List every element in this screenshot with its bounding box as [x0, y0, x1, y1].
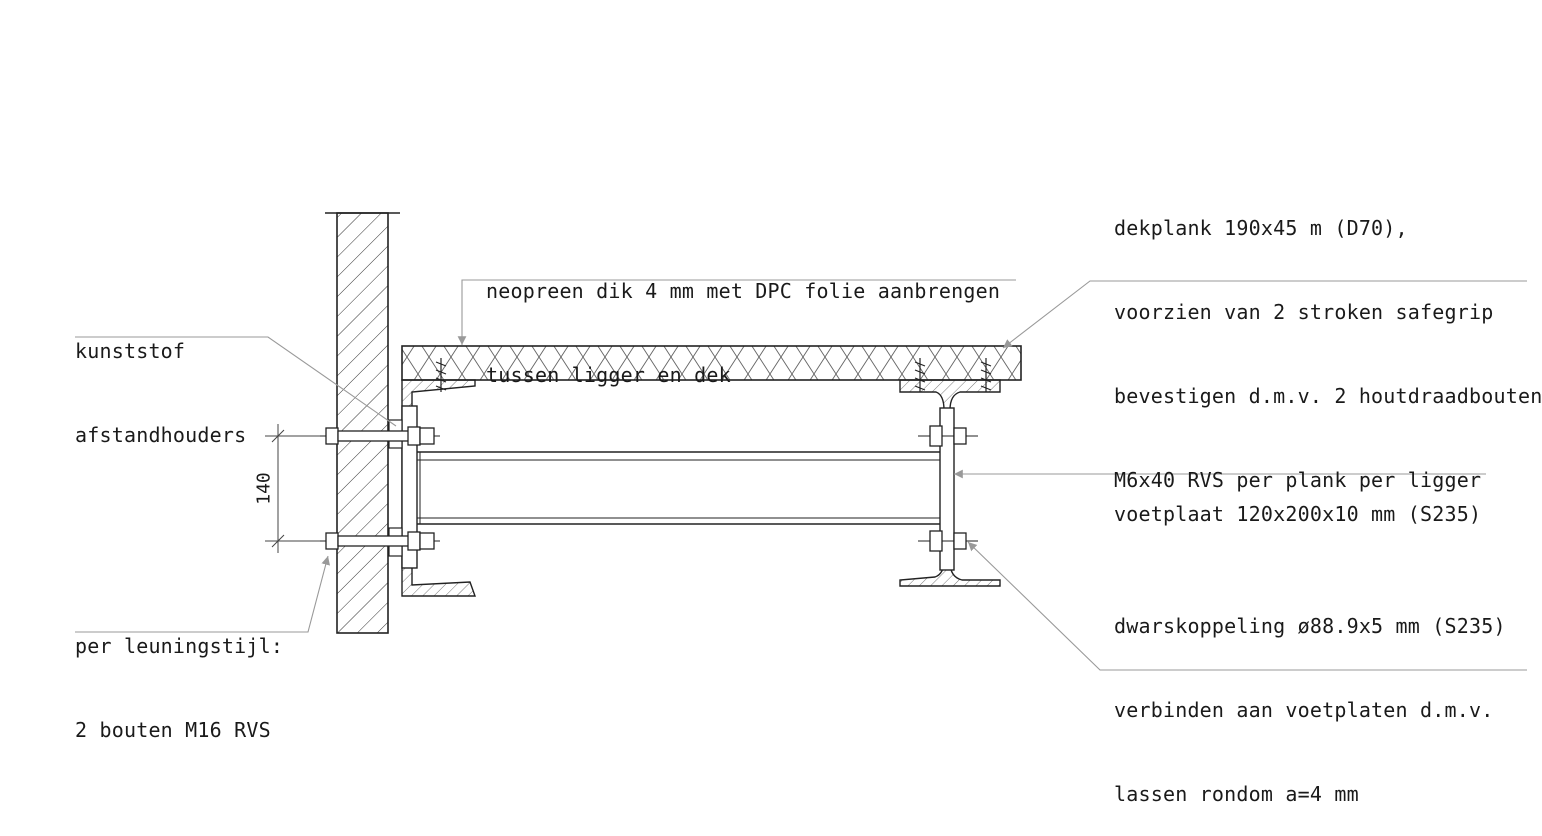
- label-leuningstijl-line-2: 2 bouten M16 RVS: [75, 718, 271, 742]
- label-dekplank-line-2: voorzien van 2 stroken safegrip: [1114, 300, 1494, 324]
- label-voetplaat: voetplaat 120x200x10 mm (S235): [1114, 444, 1481, 556]
- label-leuningstijl-line-1: per leuningstijl:: [75, 634, 284, 658]
- label-dekplank-line-3: bevestigen d.m.v. 2 houtdraadbouten: [1114, 384, 1542, 408]
- bolt-upper-right: [918, 425, 978, 447]
- dimension-140: [265, 424, 320, 553]
- label-dwarskoppeling: dwarskoppeling ø88.9x5 mm (S235) verbind…: [1114, 556, 1506, 836]
- bolt-lower-right: [918, 530, 978, 552]
- label-neopreen: neopreen dik 4 mm met DPC folie aanbreng…: [486, 221, 1000, 417]
- label-dekplank-line-1: dekplank 190x45 m (D70),: [1114, 216, 1408, 240]
- label-kunststof-line-1: kunststof: [75, 339, 186, 363]
- concrete-wall: [325, 212, 400, 634]
- leader-lines: [75, 279, 1527, 671]
- bolt-upper-left: [320, 426, 440, 446]
- label-neopreen-line-1: neopreen dik 4 mm met DPC folie aanbreng…: [486, 279, 1001, 303]
- technical-drawing: [75, 212, 1527, 671]
- label-kunststof-line-2: afstandhouders: [75, 423, 247, 447]
- dimension-label: 140: [253, 472, 275, 505]
- bolt-lower-left: [320, 531, 440, 551]
- label-dwarskoppeling-line-1: dwarskoppeling ø88.9x5 mm (S235): [1114, 614, 1506, 638]
- label-dwarskoppeling-line-2: verbinden aan voetplaten d.m.v.: [1114, 698, 1494, 722]
- cross-tube: [417, 451, 940, 525]
- label-kunststof: kunststof afstandhouders: [75, 281, 246, 477]
- label-dekplank: dekplank 190x45 m (D70), voorzien van 2 …: [1114, 158, 1542, 522]
- label-voetplaat-line-1: voetplaat 120x200x10 mm (S235): [1114, 502, 1482, 526]
- label-dekplank-line-4: M6x40 RVS per plank per ligger: [1114, 468, 1482, 492]
- label-dwarskoppeling-line-3: lassen rondom a=4 mm: [1114, 782, 1359, 806]
- left-beam: [401, 379, 476, 597]
- right-i-beam: [899, 379, 1001, 587]
- wood-screws: [435, 358, 992, 392]
- label-neopreen-line-2: tussen ligger en dek: [486, 363, 731, 387]
- label-leuningstijl: per leuningstijl: 2 bouten M16 RVS: [75, 576, 283, 772]
